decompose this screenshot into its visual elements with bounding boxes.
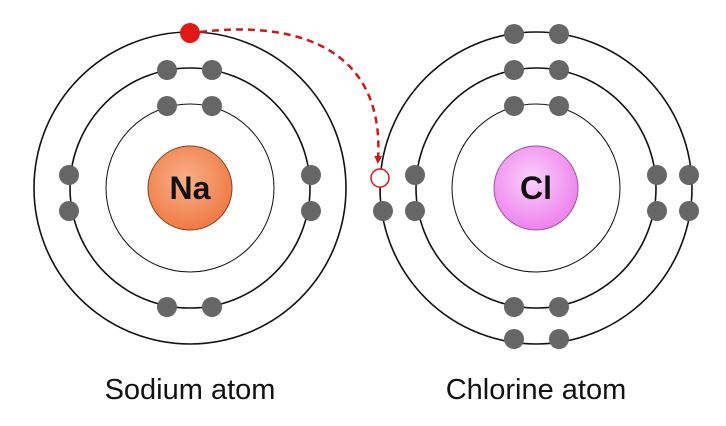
chlorine-electron bbox=[373, 201, 393, 221]
transferred-electron bbox=[180, 23, 200, 43]
chlorine-orbit-1 bbox=[451, 103, 621, 273]
chlorine-electron bbox=[549, 329, 569, 349]
sodium-electron bbox=[59, 165, 79, 185]
chlorine-electron bbox=[504, 329, 524, 349]
chlorine-electron bbox=[549, 297, 569, 317]
sodium-electron bbox=[202, 297, 222, 317]
chlorine-electron bbox=[504, 60, 524, 80]
sodium-atom-caption: Sodium atom bbox=[104, 374, 276, 406]
chlorine-electron bbox=[405, 201, 425, 221]
chlorine-electron bbox=[504, 96, 524, 116]
sodium-electron bbox=[301, 165, 321, 185]
chlorine-electron bbox=[549, 24, 569, 44]
chlorine-orbit-2 bbox=[415, 67, 657, 309]
sodium-electron bbox=[157, 60, 177, 80]
chlorine-electron bbox=[679, 165, 699, 185]
chlorine-symbol: Cl bbox=[520, 170, 552, 206]
sodium-atom: Na bbox=[33, 31, 347, 345]
sodium-electron bbox=[202, 60, 222, 80]
sodium-electron bbox=[59, 201, 79, 221]
chlorine-electron bbox=[647, 201, 667, 221]
sodium-electron bbox=[157, 96, 177, 116]
chlorine-electron bbox=[405, 165, 425, 185]
chlorine-electron bbox=[549, 96, 569, 116]
chlorine-atom-caption: Chlorine atom bbox=[445, 374, 627, 406]
chlorine-electron bbox=[679, 201, 699, 221]
chlorine-electron bbox=[504, 24, 524, 44]
electron-transfer-arrow bbox=[199, 28, 383, 164]
chlorine-electron bbox=[504, 297, 524, 317]
chlorine-electron bbox=[647, 165, 667, 185]
sodium-symbol: Na bbox=[170, 170, 211, 206]
chlorine-atom: Cl bbox=[373, 24, 699, 349]
chlorine-orbit-3 bbox=[379, 31, 693, 345]
chlorine-electron-vacancy bbox=[370, 168, 390, 188]
chlorine-nucleus bbox=[493, 145, 579, 231]
sodium-orbit-2 bbox=[69, 67, 311, 309]
sodium-nucleus bbox=[147, 145, 233, 231]
chlorine-electron bbox=[549, 60, 569, 80]
sodium-orbit-1 bbox=[105, 103, 275, 273]
sodium-electron bbox=[157, 297, 177, 317]
sodium-electron bbox=[301, 201, 321, 221]
sodium-electron bbox=[202, 96, 222, 116]
